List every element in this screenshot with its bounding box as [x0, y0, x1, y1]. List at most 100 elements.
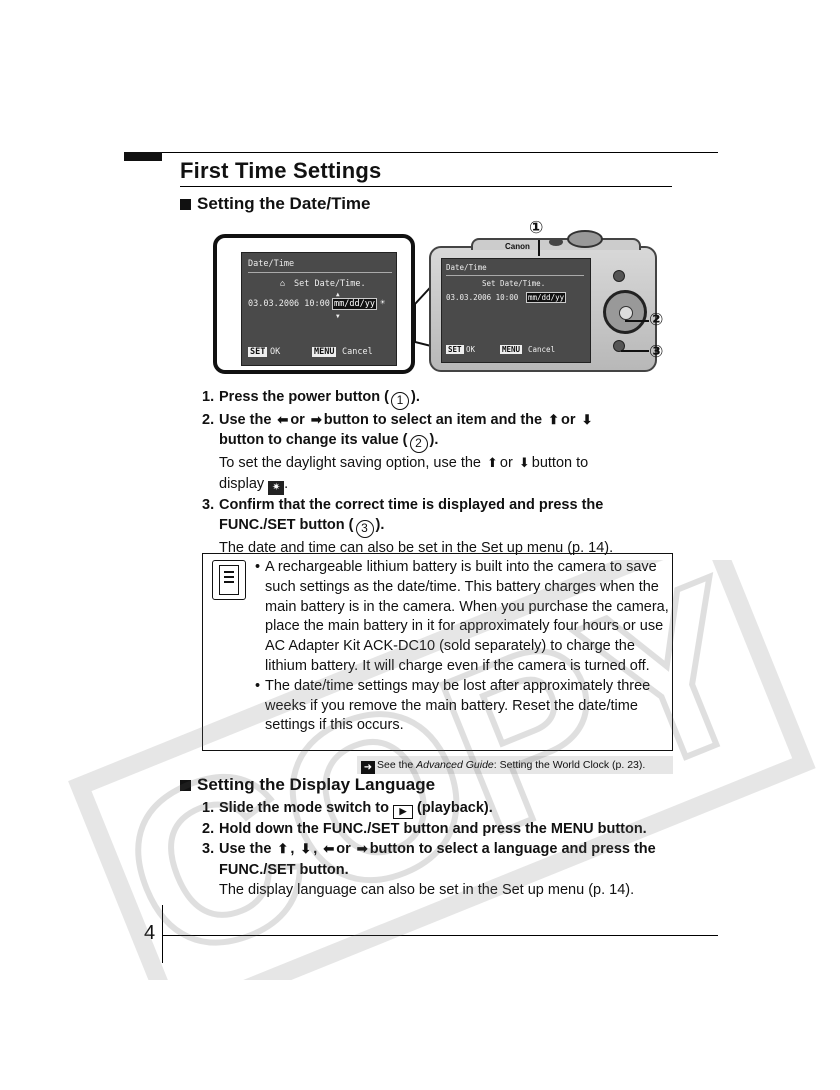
lcd-set-button: SET — [248, 347, 268, 357]
control-dial — [603, 290, 647, 334]
step-note: To set the daylight saving option, use t… — [219, 455, 481, 472]
camera-lcd-title: Date/Time — [446, 263, 487, 272]
camera-lcd-datetime: 03.03.2006 10:00 — [446, 293, 519, 302]
section-heading-text: Setting the Display Language — [197, 775, 436, 794]
step-text: Use the — [219, 841, 272, 858]
playback-icon: ▶ — [393, 805, 413, 819]
up-arrow-icon: ⬆ — [277, 841, 289, 857]
step-number: 1. — [202, 800, 215, 816]
step-text: ). — [411, 389, 420, 405]
step-text: ). — [375, 516, 385, 533]
callout-line-2 — [625, 320, 649, 322]
see-suffix: : Setting the World Clock (p. 23). — [493, 759, 646, 771]
step-3: 3. Use the ⬆, ⬇, ⬅or ➡button to select a… — [202, 839, 672, 900]
step-text: or — [561, 412, 576, 428]
camera-menu-button — [613, 340, 625, 352]
footer-vertical-rule — [162, 905, 163, 963]
step-3: 3. Confirm that the correct time is disp… — [202, 495, 672, 559]
corner-tab — [124, 152, 162, 161]
camera-lcd-cancel: Cancel — [528, 345, 556, 354]
step-note: The date and time can also be set in the… — [219, 539, 614, 556]
camera-lcd-format: mm/dd/yy — [526, 292, 567, 303]
step-number: 2. — [202, 412, 215, 428]
func-set-button — [619, 306, 633, 320]
callout-ref-1: 1 — [391, 392, 409, 410]
down-arrow-icon: ⬇ — [300, 841, 312, 857]
step-text: Slide the mode switch to — [219, 800, 389, 816]
section-heading-text: Setting the Date/Time — [197, 194, 371, 213]
arrow-right-icon: ➜ — [361, 761, 375, 774]
note-item: The date/time settings may be lost after… — [255, 677, 671, 736]
step-text: button to change its value ( — [219, 432, 408, 449]
step-1: 1. Slide the mode switch to▶(playback). — [202, 798, 672, 819]
callout-ref-3: 3 — [355, 519, 374, 538]
lcd-menu-button: MENU — [312, 347, 337, 357]
step-text: Hold down the FUNC./SET button and press… — [219, 821, 647, 837]
callout-ref-2: 2 — [409, 435, 428, 454]
step-note: The display language can also be set in … — [219, 881, 635, 898]
step-note: or — [499, 455, 513, 472]
daylight-saving-icon: ☀ — [380, 298, 386, 308]
step-number: 2. — [202, 821, 215, 837]
footer-rule — [162, 935, 718, 936]
language-steps: 1. Slide the mode switch to▶(playback). … — [202, 798, 672, 900]
down-arrow-icon: ⬇ — [581, 412, 593, 427]
right-arrow-icon: ➡ — [310, 412, 322, 427]
step-text: , — [313, 841, 318, 858]
step-text: or — [336, 841, 351, 858]
callout-line-3 — [621, 350, 649, 352]
camera-lcd-subtitle: Set Date/Time. — [482, 279, 546, 288]
step-text: Press the power button ( — [219, 389, 389, 405]
see-prefix: See the — [377, 759, 417, 771]
power-button — [549, 238, 563, 246]
step-number: 3. — [202, 496, 215, 513]
callout-1: ① — [529, 218, 544, 238]
daylight-saving-icon: ✷ — [268, 480, 285, 495]
lcd-divider — [248, 272, 392, 273]
callout-3: ③ — [649, 342, 664, 362]
step-2: 2. Use the ⬅or ➡button to select an item… — [202, 410, 672, 495]
note-list: A rechargeable lithium battery is built … — [255, 558, 671, 736]
left-arrow-icon: ⬅ — [277, 412, 289, 427]
lcd-subtitle: Set Date/Time. — [294, 279, 366, 289]
shutter-button — [567, 230, 603, 248]
lcd-datetime: 03.03.2006 10:00 — [248, 299, 330, 309]
lcd-down-marker-icon: ▼ — [336, 313, 340, 320]
top-rule — [124, 152, 718, 153]
section-heading-date-time: Setting the Date/Time — [180, 194, 371, 214]
step-text: or — [290, 412, 305, 428]
step-note: button to — [531, 455, 589, 472]
page-title: First Time Settings — [180, 158, 382, 183]
page-number: 4 — [144, 922, 156, 944]
step-text: , — [290, 841, 295, 858]
camera-lcd-ok: OK — [466, 345, 476, 354]
step-2: 2. Hold down the FUNC./SET button and pr… — [202, 819, 672, 839]
callout-2: ② — [649, 310, 664, 330]
camera-screen: Date/Time Set Date/Time. 03.03.2006 10:0… — [441, 258, 591, 363]
camera-mode-button — [613, 270, 625, 282]
title-rule — [180, 186, 672, 187]
note-line — [224, 581, 234, 583]
see-reference: ➜See the Advanced Guide: Setting the Wor… — [357, 756, 673, 774]
camera-body: Canon Date/Time Set Date/Time. 03.03.200… — [429, 230, 657, 372]
note-sheet — [219, 565, 239, 595]
right-arrow-icon: ➡ — [356, 841, 368, 857]
step-text: button to select an item and the — [323, 412, 543, 428]
square-bullet-icon — [180, 779, 191, 791]
down-arrow-icon: ⬇ — [518, 455, 530, 471]
section-heading-language: Setting the Display Language — [180, 775, 435, 795]
note-icon — [212, 560, 246, 600]
up-arrow-icon: ⬆ — [487, 455, 498, 471]
see-guide: Advanced Guide — [416, 759, 494, 771]
step-number: 1. — [202, 389, 215, 405]
camera-figure: Date/Time ⌂ Set Date/Time. ▲ 03.03.2006 … — [205, 218, 673, 380]
lcd-screen: Date/Time ⌂ Set Date/Time. ▲ 03.03.2006 … — [241, 252, 397, 366]
note-line — [224, 571, 234, 573]
lcd-date-format: mm/dd/yy — [332, 298, 377, 310]
step-text: Use the — [219, 412, 272, 428]
step-text: ). — [429, 432, 439, 449]
lcd-ok-label: OK — [270, 347, 281, 357]
camera-brand: Canon — [505, 242, 530, 251]
camera-lcd-set: SET — [446, 345, 464, 354]
lcd-up-marker-icon: ▲ — [336, 291, 340, 298]
